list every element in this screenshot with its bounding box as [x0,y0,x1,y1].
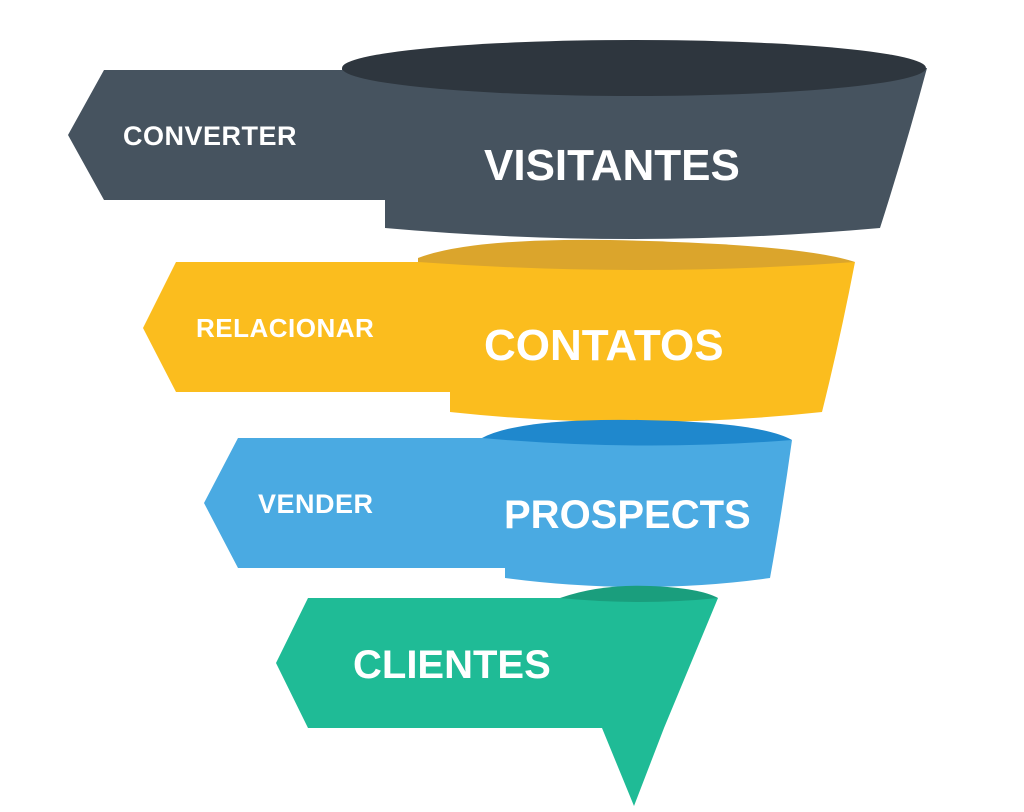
stage-clientes-band [276,598,718,806]
funnel-stage-prospects: VENDER PROSPECTS [204,419,792,587]
stage-visitantes-name: VISITANTES [484,141,740,190]
funnel-stage-visitantes: CONVERTER VISITANTES [68,40,927,239]
stage-prospects-top-rim [482,419,792,446]
stage-visitantes-top-rim [342,40,926,96]
stage-visitantes-band [68,68,927,239]
stage-visitantes-action: CONVERTER [123,121,297,151]
funnel-stage-contatos: RELACIONAR CONTATOS [143,239,855,422]
stage-contatos-action: RELACIONAR [196,313,374,343]
stage-contatos-name: CONTATOS [484,321,724,370]
stage-prospects-name: PROSPECTS [504,493,751,537]
stage-prospects-band [204,438,792,587]
stage-clientes-name: CLIENTES [353,643,551,687]
funnel-stage-clientes: CLIENTES [276,585,718,806]
stage-prospects-action: VENDER [258,489,374,519]
stage-contatos-top-rim [418,239,855,270]
stage-contatos-band [143,258,855,422]
stage-clientes-top-rim [560,585,718,602]
